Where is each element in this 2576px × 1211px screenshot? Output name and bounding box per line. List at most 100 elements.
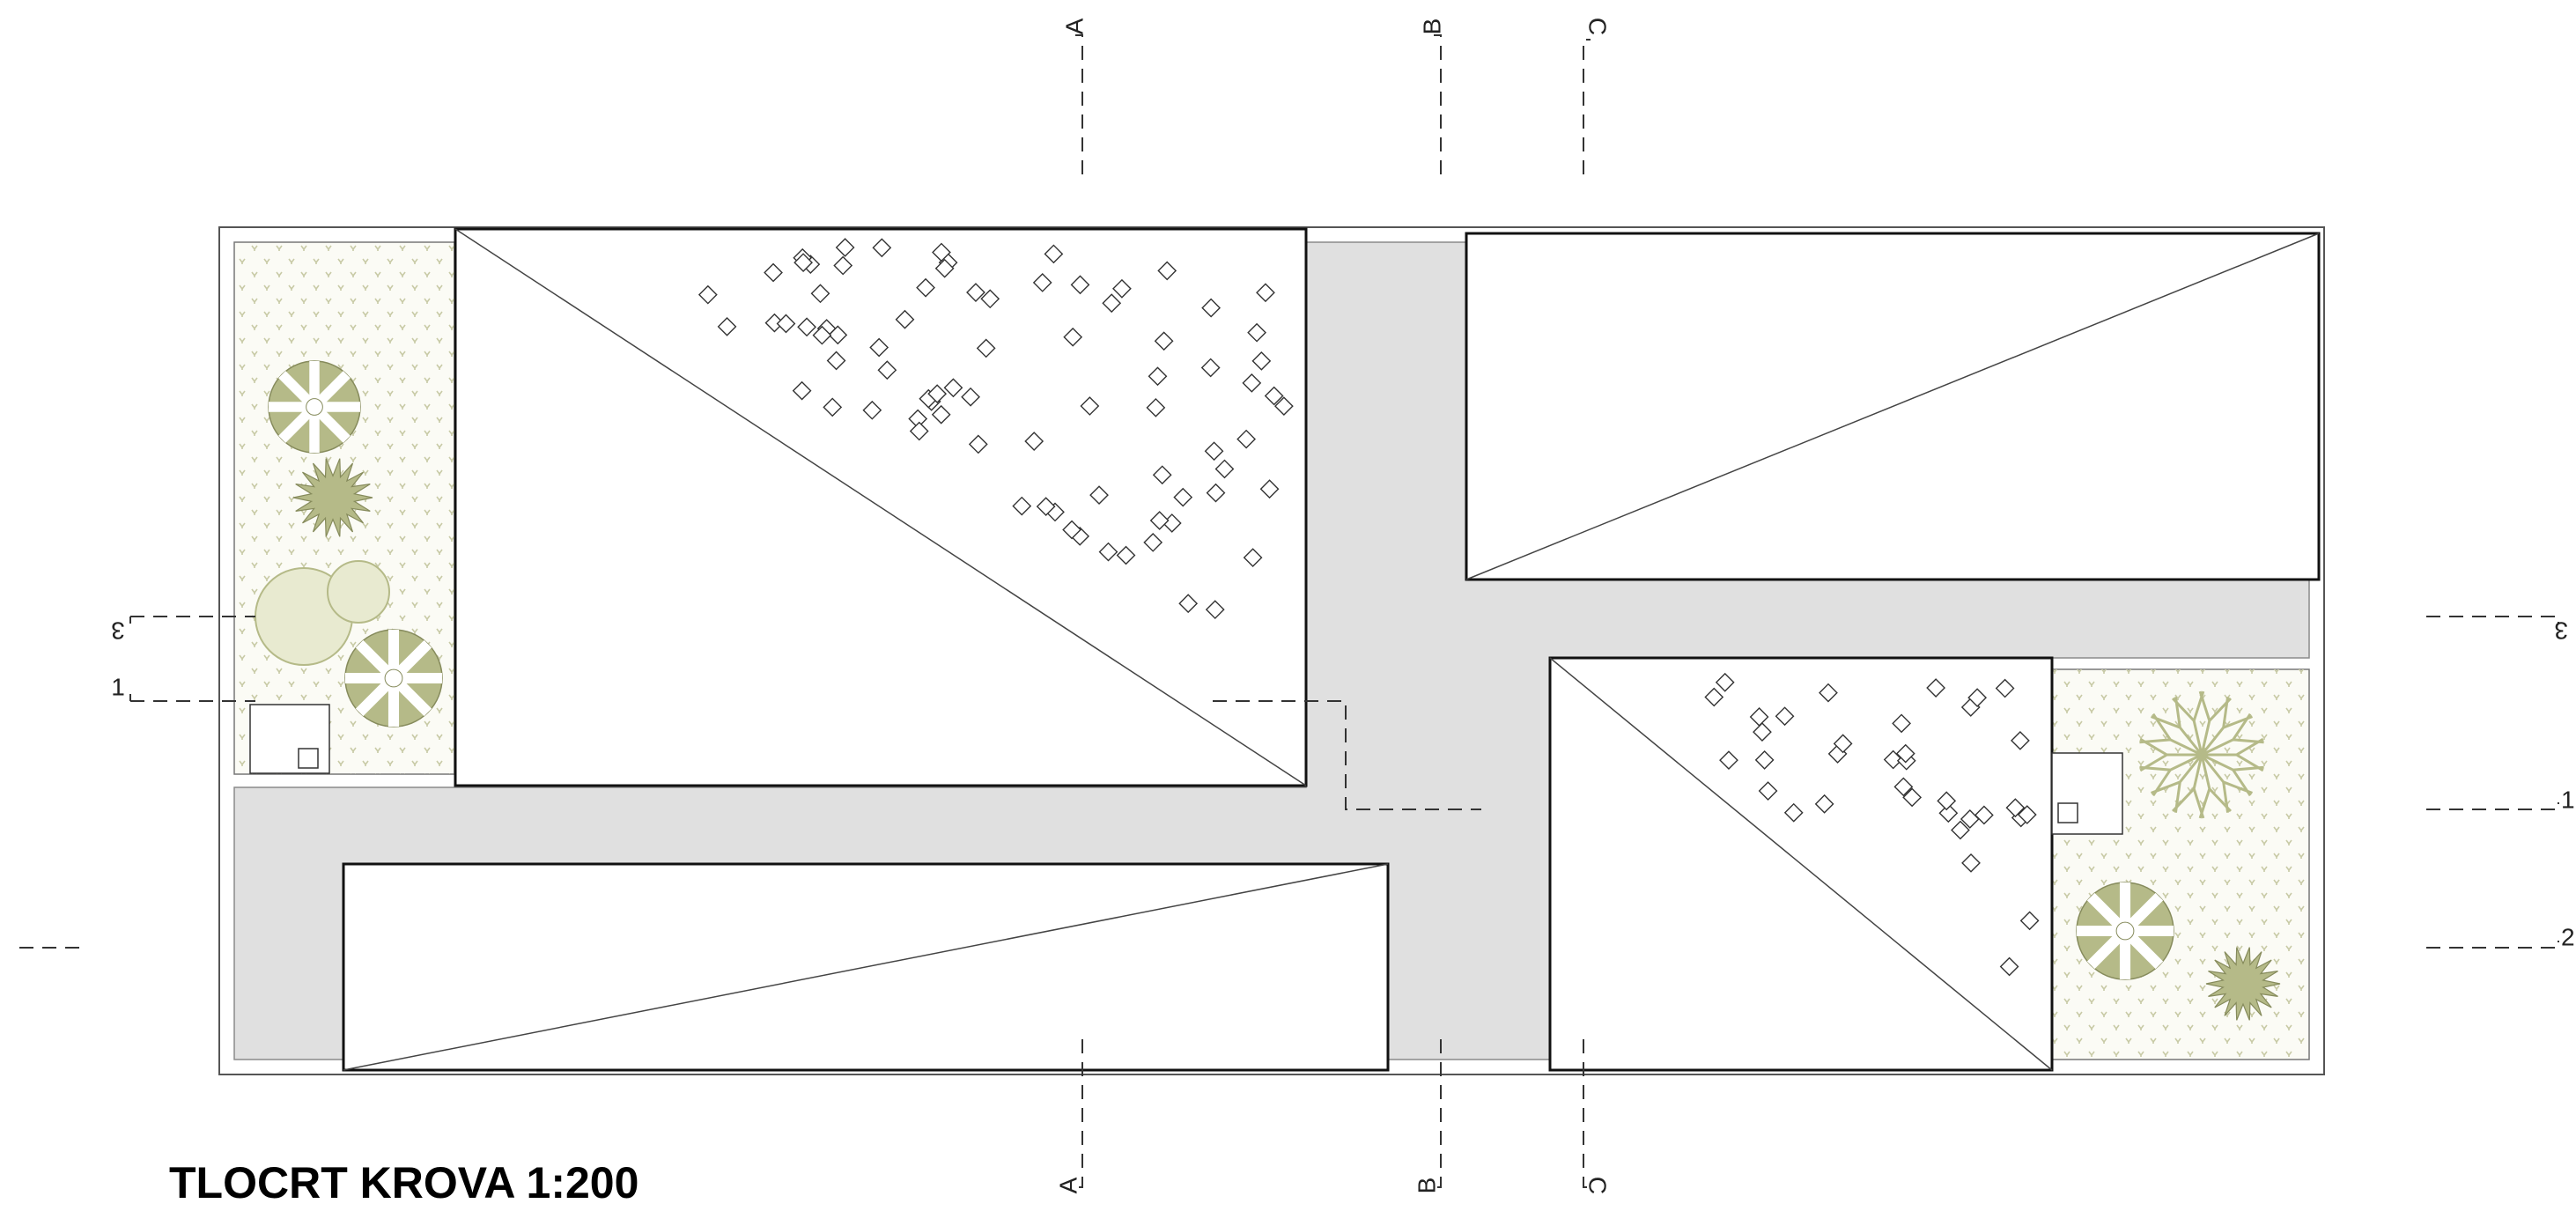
- skylight: [927, 384, 948, 404]
- skylight: [1146, 397, 1166, 417]
- skylight: [1775, 706, 1795, 727]
- skylight: [1032, 273, 1052, 292]
- skylight: [823, 397, 843, 417]
- skylight: [877, 360, 897, 380]
- skylight: [1206, 483, 1226, 503]
- skylight: [1024, 432, 1044, 451]
- skylight: [1961, 853, 1981, 873]
- skylight: [1243, 548, 1263, 568]
- skylight: [1162, 513, 1182, 533]
- tree-symbol: [268, 360, 361, 454]
- skylight: [2011, 730, 2030, 750]
- skylight: [2017, 805, 2037, 824]
- skylight: [934, 258, 955, 278]
- skylight: [1070, 275, 1090, 295]
- section-line-1-internal: [1213, 700, 1481, 810]
- skylight: [797, 317, 816, 337]
- tree-symbol: [327, 560, 390, 624]
- skylight: [776, 314, 796, 334]
- stair-exit-west: [249, 704, 330, 774]
- skylight: [1063, 327, 1083, 347]
- skylight: [1758, 781, 1778, 801]
- roof-north-east: [1465, 232, 2321, 581]
- skylight: [1892, 713, 1911, 734]
- skylight: [961, 387, 980, 407]
- section-label-b-top: B: [1418, 18, 1445, 35]
- skylight: [1242, 373, 1262, 393]
- skylight: [968, 434, 988, 454]
- skylight: [1974, 805, 1994, 825]
- section-line-c-top: [1583, 39, 1591, 174]
- skylight: [916, 277, 935, 298]
- skylight: [1749, 707, 1769, 727]
- skylight: [1112, 278, 1132, 299]
- skylight: [1149, 511, 1170, 530]
- section-line-2-right: [2426, 941, 2559, 949]
- roof-ridge-line: [1465, 233, 2320, 580]
- skylight: [1967, 688, 1988, 708]
- section-line-a-top: [1075, 34, 1083, 174]
- skylight: [1201, 298, 1222, 318]
- skylight: [1883, 749, 1903, 770]
- skylight: [764, 313, 785, 333]
- skylight: [812, 325, 832, 345]
- skylight: [1893, 777, 1914, 797]
- section-label-2-right: 2: [2561, 923, 2575, 950]
- roof-ridge-line: [343, 863, 1389, 1071]
- skylight: [1256, 283, 1275, 303]
- section-label-1-left: 1: [111, 673, 125, 700]
- skylight: [1012, 496, 1032, 516]
- skylight: [908, 409, 928, 429]
- section-label-3-right: 3: [2554, 617, 2568, 645]
- skylight: [1148, 366, 1168, 387]
- skylight: [1814, 794, 1834, 814]
- roof-south-west: [342, 862, 1390, 1072]
- skylight: [1902, 787, 1923, 808]
- skylight: [1116, 545, 1136, 565]
- skylight: [872, 238, 892, 258]
- skylight: [1264, 386, 1284, 406]
- skylight: [931, 404, 951, 425]
- skylight: [869, 337, 889, 358]
- skylight: [698, 284, 718, 305]
- skylight: [1937, 791, 1957, 811]
- skylight: [980, 289, 1000, 309]
- section-label-a-top: A: [1060, 18, 1088, 34]
- skylight: [1205, 600, 1225, 620]
- skylight: [764, 262, 783, 283]
- section-label-a-bottom: A: [1054, 1177, 1081, 1193]
- skylight: [1247, 322, 1266, 343]
- skylight: [792, 380, 812, 401]
- skylight: [810, 284, 830, 304]
- section-line-c-bottom: [1583, 1039, 1591, 1188]
- section-label-c-bottom: C: [1584, 1177, 1612, 1194]
- skylight: [1895, 743, 1915, 764]
- tree-symbol: [292, 458, 373, 537]
- stair-exit-east: [2051, 752, 2123, 835]
- roof-ridge-line: [1549, 657, 2053, 1071]
- skylight: [1089, 485, 1109, 506]
- roof-south-east: [1548, 656, 2054, 1072]
- section-label-1-right: 1: [2561, 786, 2575, 813]
- skylight: [1143, 533, 1163, 552]
- tree-symbol: [2205, 947, 2281, 1021]
- skylight: [826, 351, 846, 371]
- skylight: [1044, 244, 1064, 264]
- skylight: [943, 378, 963, 398]
- skylight: [1154, 331, 1174, 351]
- trees-west-garden: [255, 360, 443, 727]
- skylight: [1753, 722, 1772, 742]
- skylight: [2019, 911, 2040, 931]
- skylight: [1704, 687, 1724, 707]
- skylight: [1951, 820, 1970, 840]
- trees-east-garden: [2076, 690, 2281, 1021]
- skylight: [976, 338, 996, 358]
- skylight: [966, 283, 985, 302]
- skylight: [1999, 956, 2019, 977]
- skylight: [1926, 678, 1946, 698]
- skylight: [2005, 798, 2026, 818]
- skylight: [1833, 734, 1853, 754]
- roof-north-west: [454, 227, 1308, 787]
- skylight: [717, 316, 737, 336]
